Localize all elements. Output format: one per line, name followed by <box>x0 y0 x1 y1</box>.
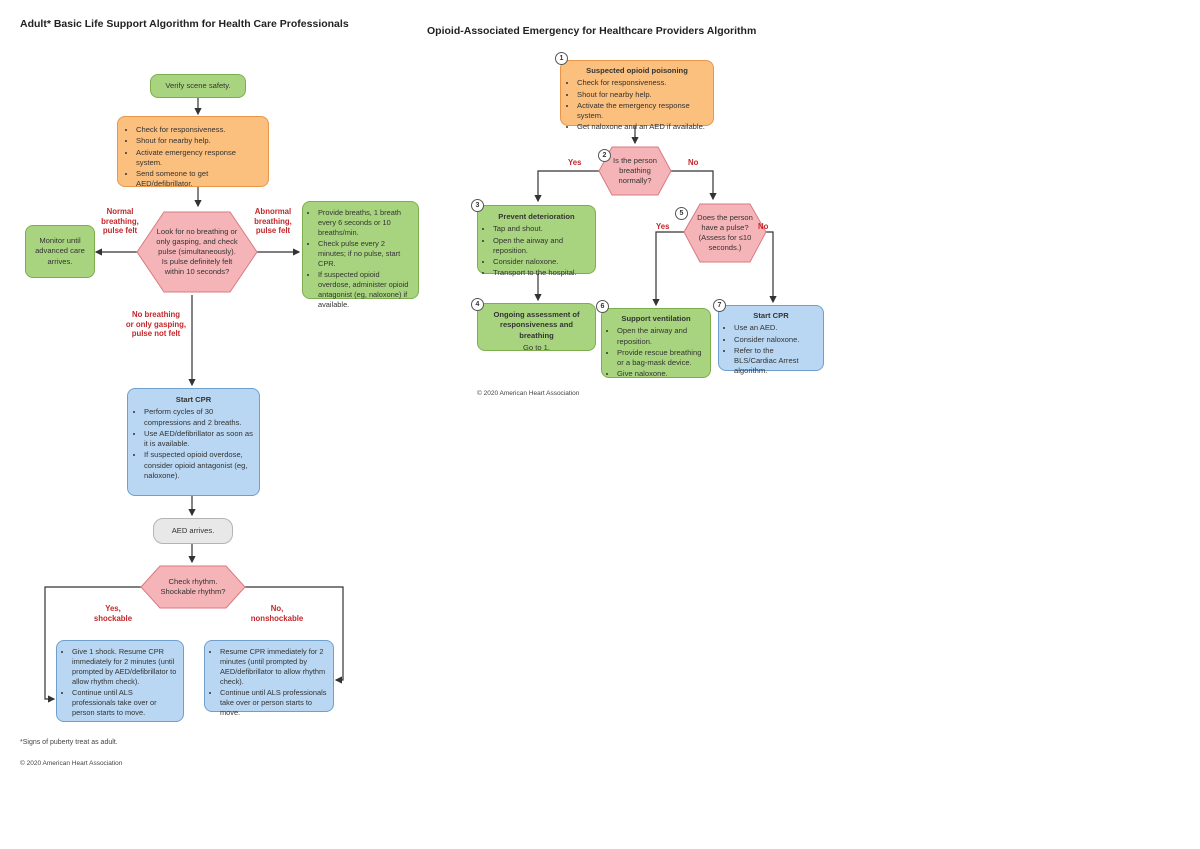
normal-breathing-label: Normal breathing, pulse felt <box>101 207 139 236</box>
suspected-poisoning-title: Suspected opioid poisoning <box>586 66 688 75</box>
prevent-step: Transport to the hospital. <box>493 268 590 278</box>
initial-step: Check for responsiveness. <box>136 125 260 135</box>
breathing-normally-text: Is the person breathing normally? <box>613 156 657 185</box>
initial-step: Send someone to get AED/defibrillator. <box>136 169 260 190</box>
suspected-step: Get naloxone and an AED if available. <box>577 122 707 132</box>
prevent-deterioration-title: Prevent deterioration <box>498 212 575 221</box>
pulse-decision-text: Does the person have a pulse? (Assess fo… <box>697 213 753 252</box>
shock-box: Give 1 shock. Resume CPR immediately for… <box>56 640 184 722</box>
support-step: Open the airway and reposition. <box>617 326 705 347</box>
start-cpr-box: Start CPR Perform cycles of 30 compressi… <box>127 388 260 496</box>
start-cpr-title: Start CPR <box>175 395 212 404</box>
aed-arrives-text: AED arrives. <box>171 525 215 535</box>
step-number-5: 5 <box>675 207 688 220</box>
step-number-2: 2 <box>598 149 611 162</box>
ongoing-assessment-text: Go to 1. <box>522 342 551 352</box>
breathing-no-label: No <box>688 158 699 167</box>
no-shock-step: Resume CPR immediately for 2 minutes (un… <box>220 647 328 687</box>
support-ventilation-box: Support ventilation Open the airway and … <box>601 308 711 378</box>
bls-copyright: © 2020 American Heart Association <box>20 760 123 767</box>
breaths-step: Provide breaths, 1 breath every 6 second… <box>318 208 413 238</box>
pulse-decision: Does the person have a pulse? (Assess fo… <box>684 204 766 262</box>
aed-arrives-box: AED arrives. <box>153 518 233 544</box>
opioid-cpr-step: Refer to the BLS/Cardiac Arrest algorith… <box>734 346 818 377</box>
monitor-text: Monitor until advanced care arrives. <box>35 236 85 266</box>
no-shock-box: Resume CPR immediately for 2 minutes (un… <box>204 640 334 717</box>
cpr-step: If suspected opioid overdose, consider o… <box>144 450 253 481</box>
prevent-step: Open the airway and reposition. <box>493 236 590 257</box>
shockable-label: Yes, shockable <box>93 604 133 623</box>
assess-breathing-decision: Look for no breathing or only gasping, a… <box>137 212 257 292</box>
nonshockable-label: No, nonshockable <box>250 604 304 623</box>
suspected-poisoning-box: Suspected opioid poisoning Check for res… <box>560 60 714 131</box>
cpr-step: Perform cycles of 30 compressions and 2 … <box>144 407 253 428</box>
initial-steps-box: Check for responsiveness. Shout for near… <box>117 116 269 190</box>
step-number-6: 6 <box>596 300 609 313</box>
breathing-yes-label: Yes <box>568 158 582 167</box>
monitor-box: Monitor until advanced care arrives. <box>25 225 95 278</box>
check-rhythm-decision: Check rhythm. Shockable rhythm? <box>141 566 245 608</box>
pulse-yes-label: Yes <box>656 222 670 231</box>
ongoing-assessment-box: Ongoing assessment of responsiveness and… <box>477 303 596 352</box>
shock-step: Give 1 shock. Resume CPR immediately for… <box>72 647 178 687</box>
suspected-step: Check for responsiveness. <box>577 78 707 88</box>
breathing-normally-decision: Is the person breathing normally? <box>599 147 671 195</box>
support-ventilation-title: Support ventilation <box>621 314 691 323</box>
prevent-step: Consider naloxone. <box>493 257 590 267</box>
initial-step: Activate emergency response system. <box>136 148 260 169</box>
support-step: Give naloxone. <box>617 369 705 379</box>
shock-step: Continue until ALS professionals take ov… <box>72 688 178 718</box>
prevent-deterioration-box: Prevent deterioration Tap and shout. Ope… <box>477 205 596 277</box>
opioid-start-cpr-box: Start CPR Use an AED. Consider naloxone.… <box>718 305 824 375</box>
bls-footnote: *Signs of puberty treat as adult. <box>20 739 118 746</box>
opioid-copyright: © 2020 American Heart Association <box>477 390 580 397</box>
ongoing-assessment-title: Ongoing assessment of responsiveness and… <box>493 310 580 340</box>
breaths-step: Check pulse every 2 minutes; if no pulse… <box>318 239 413 269</box>
verify-scene-text: Verify scene safety. <box>165 80 231 90</box>
suspected-step: Shout for nearby help. <box>577 90 707 100</box>
prevent-step: Tap and shout. <box>493 224 590 234</box>
cpr-step: Use AED/defibrillator as soon as it is a… <box>144 429 253 450</box>
support-step: Provide rescue breathing or a bag-mask d… <box>617 348 705 369</box>
no-shock-step: Continue until ALS professionals take ov… <box>220 688 328 718</box>
verify-scene-box: Verify scene safety. <box>150 74 246 98</box>
opioid-start-cpr-title: Start CPR <box>753 311 789 320</box>
suspected-step: Activate the emergency response system. <box>577 101 707 122</box>
step-number-3: 3 <box>471 199 484 212</box>
opioid-title: Opioid-Associated Emergency for Healthca… <box>427 25 757 37</box>
step-number-4: 4 <box>471 298 484 311</box>
bls-title: Adult* Basic Life Support Algorithm for … <box>20 18 349 30</box>
opioid-cpr-step: Use an AED. <box>734 323 818 333</box>
step-number-7: 7 <box>713 299 726 312</box>
pulse-no-label: No <box>758 222 769 231</box>
breaths-step: If suspected opioid overdose, administer… <box>318 270 413 310</box>
opioid-cpr-step: Consider naloxone. <box>734 335 818 345</box>
no-breathing-label: No breathing or only gasping, pulse not … <box>125 310 187 339</box>
abnormal-breathing-label: Abnormal breathing, pulse felt <box>254 207 292 236</box>
assess-breathing-text: Look for no breathing or only gasping, a… <box>156 227 238 276</box>
initial-step: Shout for nearby help. <box>136 136 260 146</box>
check-rhythm-text: Check rhythm. Shockable rhythm? <box>160 577 226 596</box>
provide-breaths-box: Provide breaths, 1 breath every 6 second… <box>302 201 419 309</box>
step-number-1: 1 <box>555 52 568 65</box>
